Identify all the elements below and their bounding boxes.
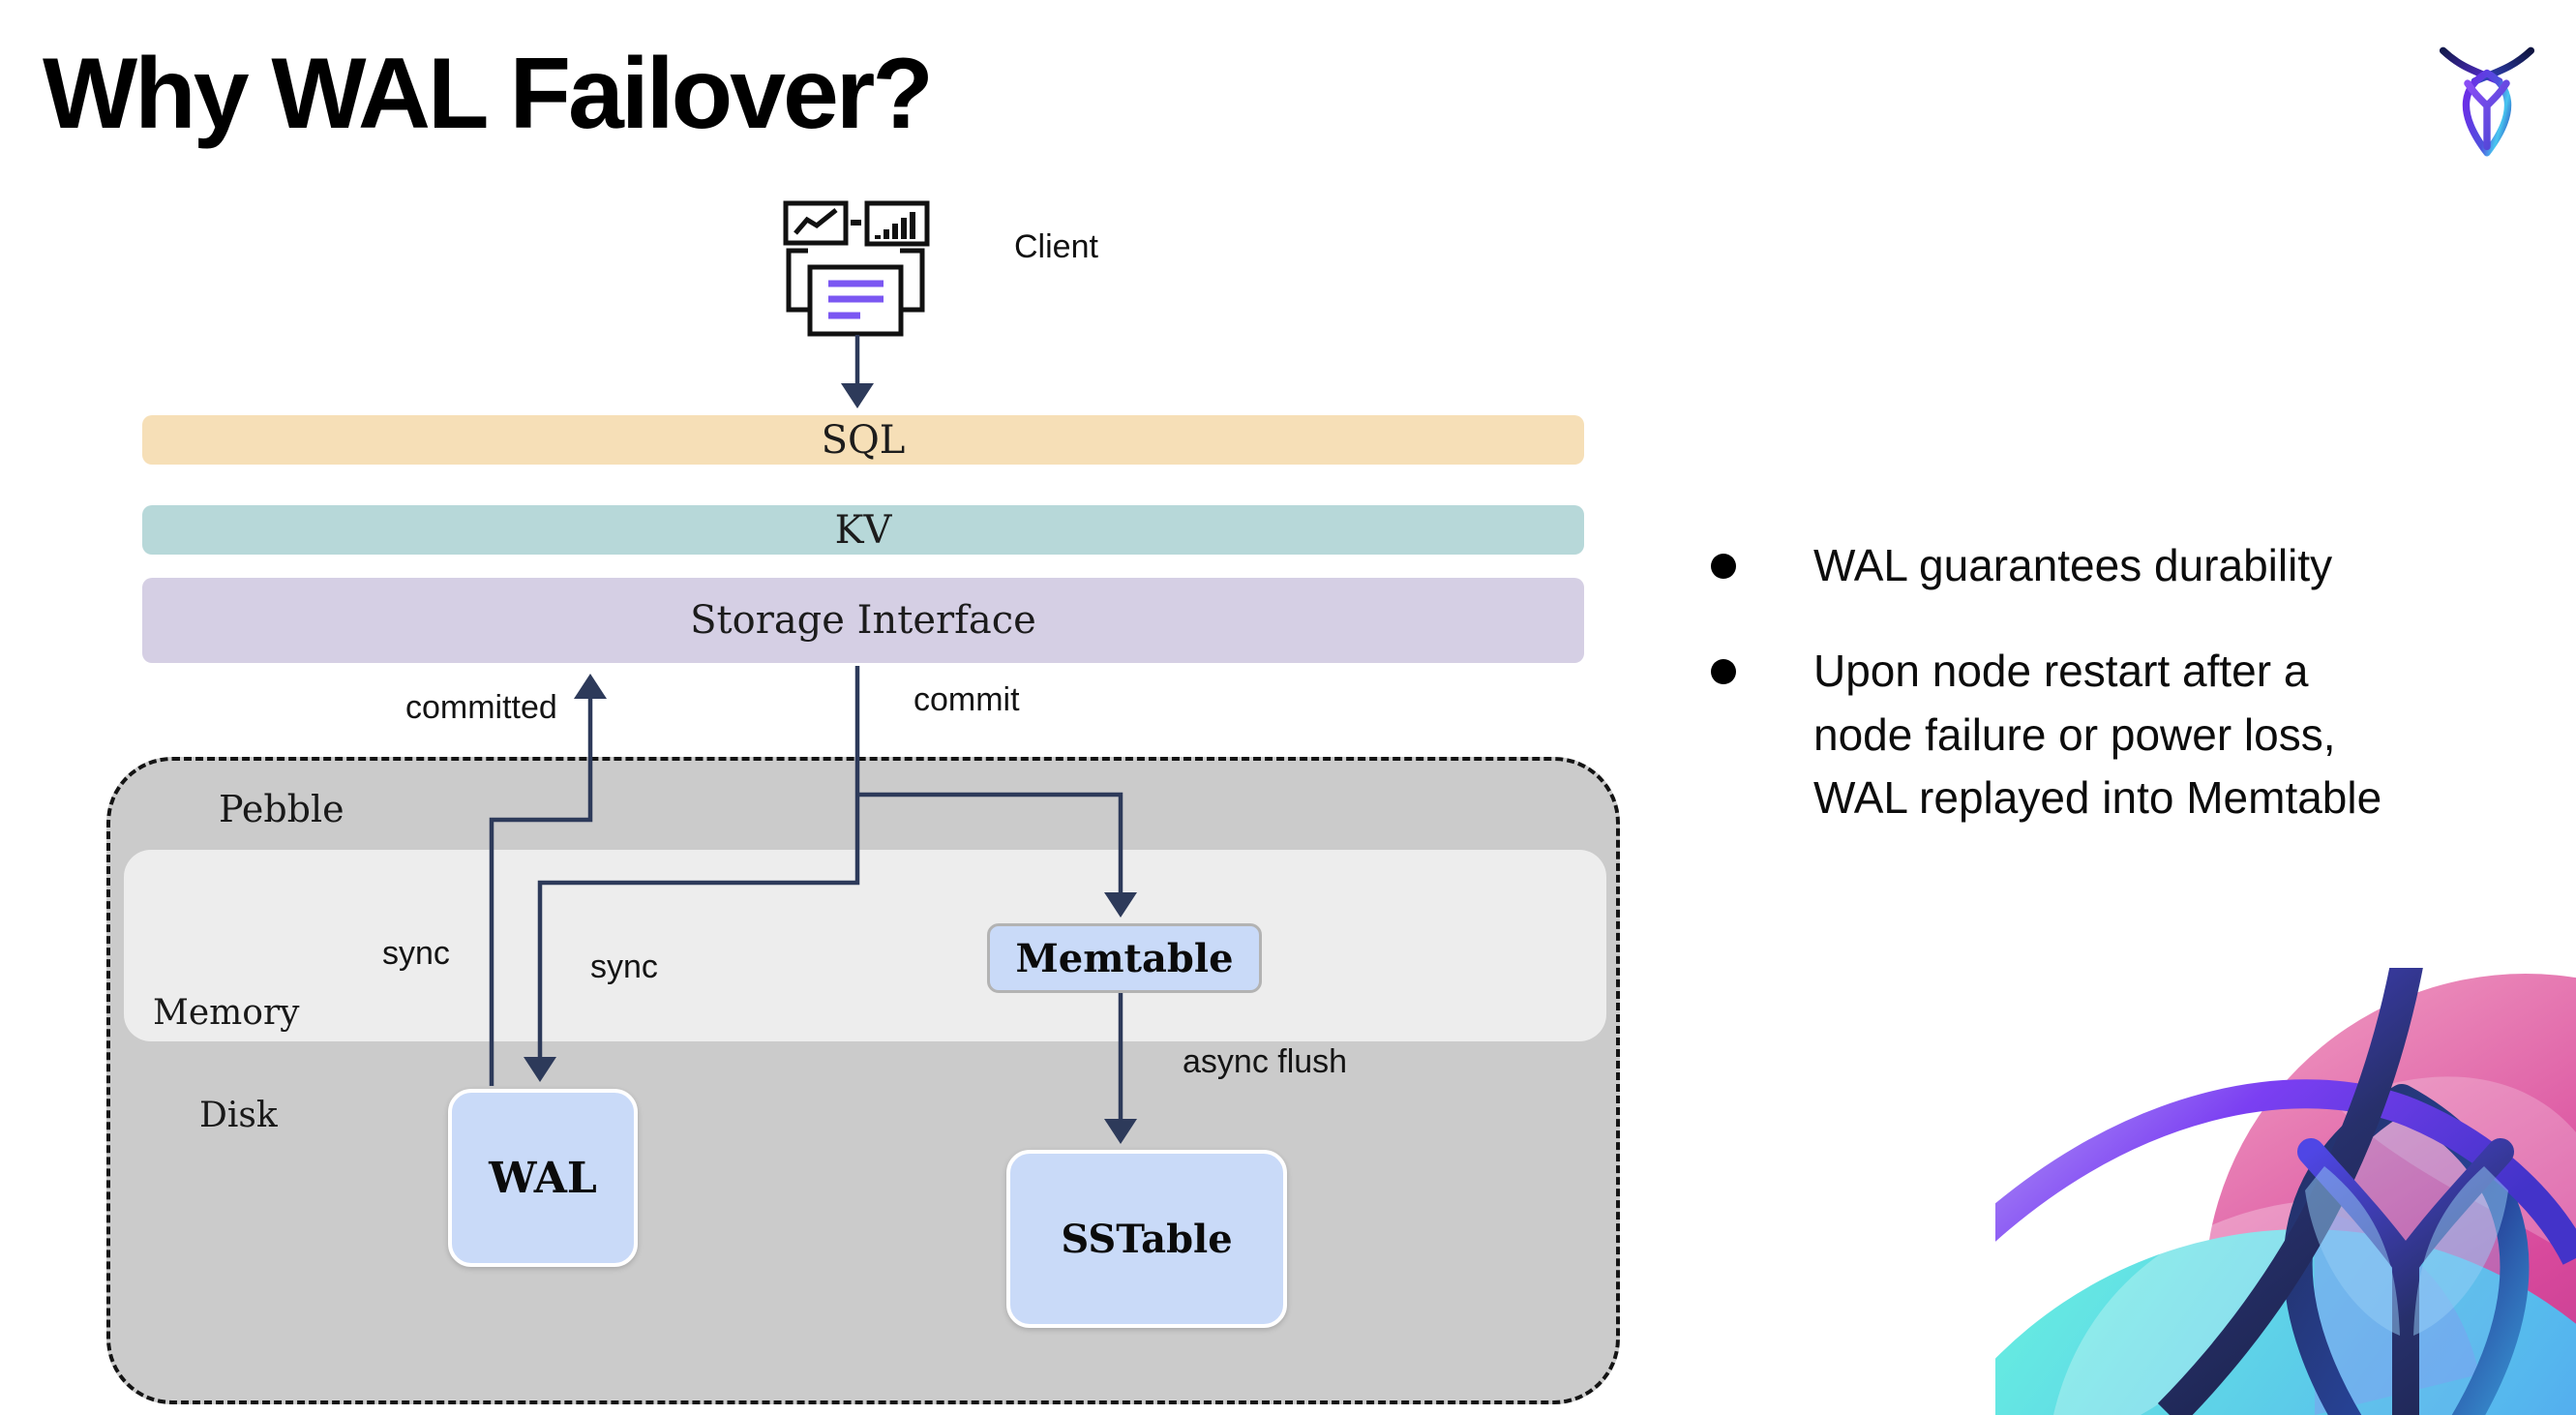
memtable-label: Memtable (1015, 935, 1234, 981)
bullet-dot (1711, 659, 1736, 685)
cockroachdb-logo-icon (2439, 46, 2535, 157)
edge-label-sync-right: sync (590, 948, 658, 985)
bullet-text: Upon node restart after a node failure o… (1813, 646, 2382, 823)
client-label: Client (1014, 228, 1098, 265)
layer-storage-interface-label: Storage Interface (690, 598, 1036, 643)
edge-label-commit: commit (914, 681, 1020, 718)
disk-label: Disk (199, 1096, 278, 1135)
layer-kv: KV (142, 505, 1584, 555)
edge-label-async-flush: async flush (1183, 1043, 1348, 1080)
bullet-text: WAL guarantees durability (1813, 540, 2333, 590)
cockroachdb-brand-art (1995, 968, 2576, 1415)
sstable-label: SSTable (1061, 1216, 1233, 1262)
pebble-container (106, 757, 1620, 1404)
pebble-label: Pebble (219, 788, 344, 830)
sstable-node: SSTable (1006, 1150, 1287, 1328)
memory-region (124, 850, 1606, 1041)
edge-label-committed: committed (405, 689, 557, 726)
wal-node: WAL (448, 1089, 638, 1267)
memory-label: Memory (153, 993, 300, 1033)
edge-label-sync-left: sync (382, 935, 450, 972)
memtable-node: Memtable (987, 923, 1262, 993)
layer-kv-label: KV (834, 507, 892, 553)
layer-sql-label: SQL (821, 417, 906, 463)
layer-storage-interface: Storage Interface (142, 578, 1584, 663)
list-item: Upon node restart after a node failure o… (1711, 640, 2408, 829)
list-item: WAL guarantees durability (1711, 534, 2408, 597)
bullet-list: WAL guarantees durability Upon node rest… (1711, 534, 2408, 872)
page-title: Why WAL Failover? (43, 38, 934, 150)
layer-sql: SQL (142, 415, 1584, 465)
wal-label: WAL (489, 1153, 597, 1203)
bullet-dot (1711, 554, 1736, 579)
client-workload-icon (783, 200, 930, 337)
